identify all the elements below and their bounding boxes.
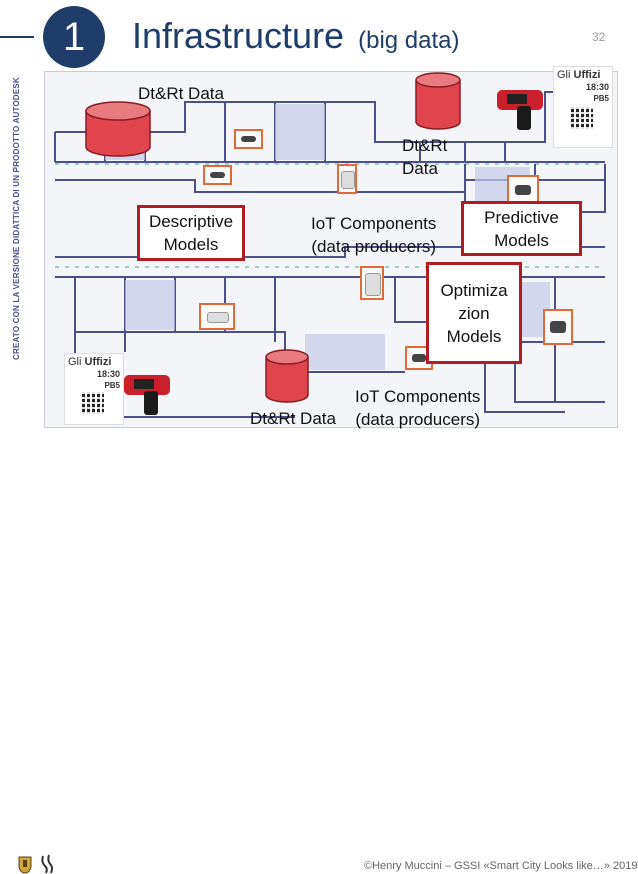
dtrt-data-label-middle: Dt&Rt Data bbox=[402, 136, 448, 178]
footer-credit: ©Henry Muccini – GSSI «Smart City Looks … bbox=[364, 860, 638, 872]
ticket-brand: Gli Uffizi bbox=[557, 69, 601, 81]
autodesk-watermark-text: CREATO CON LA VERSIONE DIDATTICA DI UN P… bbox=[12, 77, 21, 360]
database-icon bbox=[415, 72, 461, 130]
slide-title: Infrastructure (big data) bbox=[132, 14, 460, 63]
ticket-time: 18:30 bbox=[96, 369, 120, 379]
sensor-marker bbox=[234, 129, 263, 149]
slide-header: 1 Infrastructure (big data) 32 bbox=[0, 0, 638, 72]
gssi-logo-icon bbox=[41, 854, 53, 874]
handheld-scanner-icon bbox=[497, 90, 543, 130]
sensor-marker bbox=[507, 175, 539, 205]
sensor-marker bbox=[203, 165, 232, 185]
slide-number: 32 bbox=[592, 30, 606, 44]
header-rule bbox=[0, 36, 34, 38]
handheld-scanner-icon bbox=[124, 375, 170, 415]
descriptive-models-box: Descriptive Models bbox=[137, 205, 245, 261]
title-main: Infrastructure bbox=[132, 15, 345, 56]
section-number-badge: 1 bbox=[43, 6, 105, 68]
database-icon bbox=[265, 349, 309, 403]
ticket-code: PB5 bbox=[593, 94, 609, 103]
university-crest-icon bbox=[18, 856, 32, 874]
title-suffix: (big data) bbox=[358, 27, 460, 54]
dtrt-data-label-bottom: Dt&Rt Data bbox=[250, 409, 336, 428]
sensor-marker bbox=[360, 266, 384, 300]
database-icon bbox=[85, 101, 151, 157]
ticket-card: Gli Uffizi 18:30 PB5 bbox=[64, 353, 124, 425]
qr-code-icon bbox=[82, 392, 105, 414]
iot-components-label-bottom: IoT Components (data producers) bbox=[355, 387, 481, 429]
predictive-models-box: Predictive Models bbox=[461, 201, 582, 256]
sensor-marker bbox=[199, 303, 235, 330]
ticket-brand: Gli Uffizi bbox=[68, 356, 112, 368]
qr-code-icon bbox=[571, 107, 594, 129]
dtrt-data-label-top: Dt&Rt Data bbox=[138, 84, 224, 103]
sensor-marker bbox=[337, 164, 357, 194]
ticket-time: 18:30 bbox=[585, 82, 609, 92]
slide-footer: ©Henry Muccini – GSSI «Smart City Looks … bbox=[0, 426, 638, 874]
ticket-code: PB5 bbox=[104, 381, 120, 390]
sensor-marker bbox=[543, 309, 573, 345]
iot-components-label-top: IoT Components (data producers) bbox=[311, 214, 437, 256]
optimization-models-box: Optimiza zion Models bbox=[426, 262, 522, 364]
ticket-card: Gli Uffizi 18:30 PB5 bbox=[553, 66, 613, 148]
